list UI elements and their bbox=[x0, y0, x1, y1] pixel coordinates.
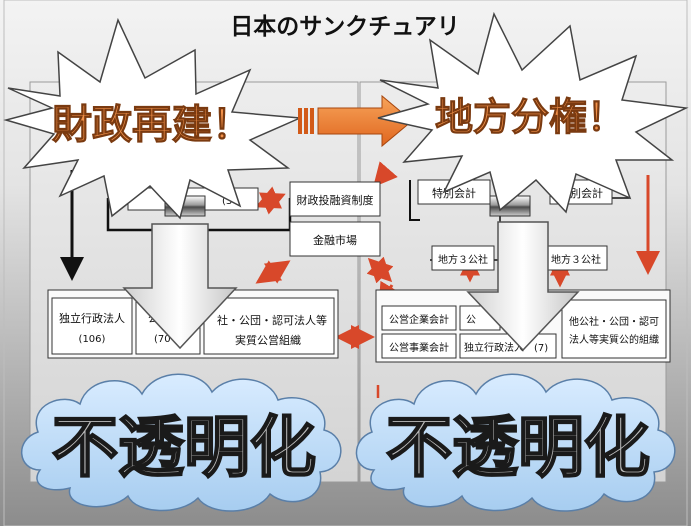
public-enterprise-account-label: 公営企業会計 bbox=[389, 313, 449, 326]
special-account-a-label: 特別会計 bbox=[432, 186, 476, 200]
mid-org-fragment-b: (70 bbox=[154, 334, 171, 345]
independent-agency-count: (106) bbox=[79, 334, 106, 345]
fiscal-investment-label: 財政投融資制度 bbox=[297, 193, 374, 207]
public-corp-box: 社・公団・認可法人等 実質公営組織 bbox=[203, 297, 335, 355]
slide-title: 日本のサンクチュアリ bbox=[230, 14, 460, 40]
left-down-arrow bbox=[122, 223, 238, 350]
right-callout-text: 地方分権！ bbox=[435, 95, 625, 139]
public-business-account-label: 公営事業会計 bbox=[389, 341, 449, 354]
local-public-corp-box-b: 地方３公社 bbox=[544, 245, 608, 271]
other-public-org-line1: 他公社・公団・認可 bbox=[569, 315, 659, 328]
independent-agency-label: 独立行政法人 bbox=[59, 311, 125, 325]
orange-right-arrow bbox=[298, 94, 413, 148]
public-corp-line1: 社・公団・認可法人等 bbox=[217, 313, 327, 327]
left-starburst bbox=[3, 17, 301, 220]
other-public-org-line2: 法人等実質公的組織 bbox=[569, 333, 659, 346]
right-starburst bbox=[377, 11, 689, 214]
right-cloud-text: 不透明化 bbox=[386, 409, 650, 486]
left-cloud: 不透明化 bbox=[20, 373, 342, 512]
public-enterprise-account-box: 公営企業会計 bbox=[381, 305, 457, 331]
local-public-corp-a-label: 地方３公社 bbox=[438, 253, 488, 266]
financial-market-label: 金融市場 bbox=[313, 233, 357, 247]
public-corp-line2: 実質公営組織 bbox=[235, 333, 301, 347]
fiscal-investment-box: 財政投融資制度 bbox=[289, 181, 381, 217]
public-enterprise-fragment: 公 bbox=[466, 315, 476, 326]
right-cloud: 不透明化 bbox=[355, 373, 676, 512]
left-top-fragment: (3 bbox=[222, 196, 232, 207]
local-independent-agency-label: 独立行政法人 bbox=[464, 341, 524, 354]
left-callout-text: 財政再建！ bbox=[52, 102, 252, 148]
local-independent-agency-count: (7) bbox=[534, 343, 548, 354]
local-public-corp-box-a: 地方３公社 bbox=[431, 245, 495, 271]
independent-agency-box: 独立行政法人 (106) bbox=[51, 297, 133, 355]
public-business-account-box: 公営事業会計 bbox=[381, 333, 457, 359]
other-public-org-box: 他公社・公団・認可 法人等実質公的組織 bbox=[561, 299, 667, 359]
left-cloud-text: 不透明化 bbox=[52, 409, 316, 486]
financial-market-box: 金融市場 bbox=[289, 221, 381, 257]
right-down-arrow bbox=[466, 221, 580, 352]
local-independent-agency-box: 独立行政法人 (7) bbox=[459, 333, 557, 359]
local-public-corp-b-label: 地方３公社 bbox=[551, 253, 601, 266]
